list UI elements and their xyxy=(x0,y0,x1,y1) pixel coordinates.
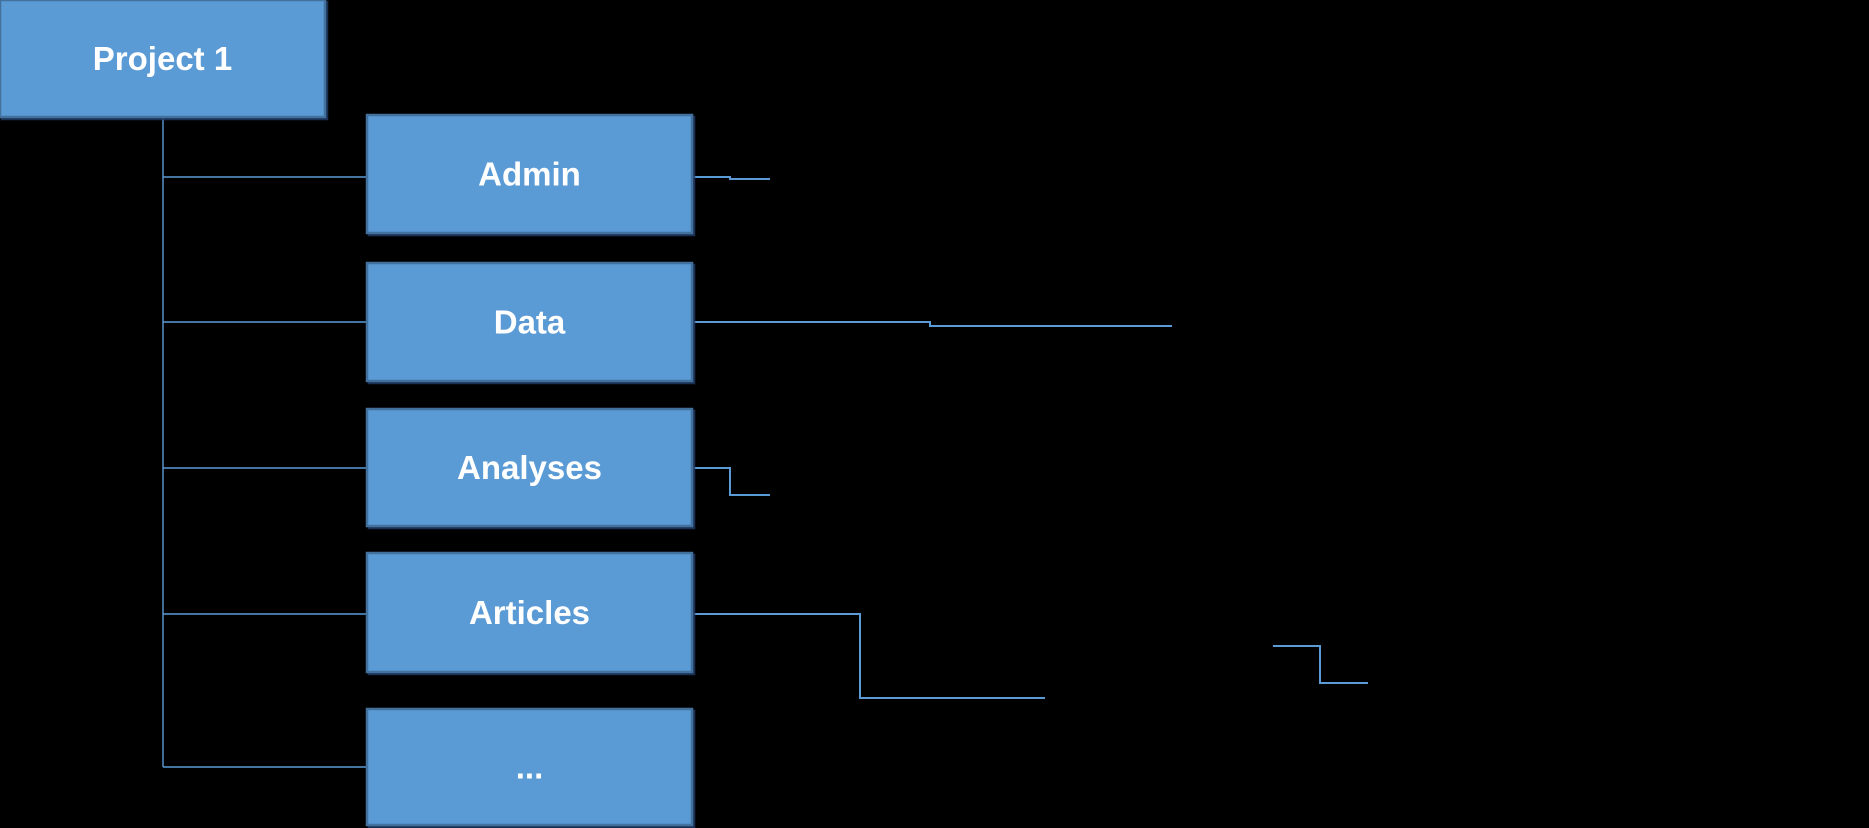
node-analyses: Analyses xyxy=(365,407,694,528)
node-admin: Admin xyxy=(365,113,694,235)
node-analyses-box xyxy=(365,407,694,528)
node-project-1-label: Project 1 xyxy=(93,40,232,77)
node-data: Data xyxy=(365,261,694,383)
connector-orphan-step-line xyxy=(1273,645,1368,684)
connector-articles-out-line xyxy=(692,613,1045,699)
node-analyses-label: Analyses xyxy=(457,449,602,486)
node-data-label: Data xyxy=(494,304,566,341)
node-admin-box xyxy=(365,113,694,235)
node-project-1-box xyxy=(0,0,327,119)
node-articles: Articles xyxy=(365,551,694,674)
node-more-box xyxy=(365,707,694,827)
node-more-label: ... xyxy=(516,749,544,786)
node-articles-box xyxy=(365,551,694,674)
connector-admin-out-line xyxy=(692,176,770,180)
node-data-box xyxy=(365,261,694,383)
node-articles-label: Articles xyxy=(469,594,590,631)
node-more: ... xyxy=(365,707,694,827)
node-admin-label: Admin xyxy=(478,156,581,193)
connector-analyses-out-line xyxy=(692,467,770,496)
connector-data-out-line xyxy=(692,321,1172,327)
node-project-1: Project 1 xyxy=(0,0,327,119)
